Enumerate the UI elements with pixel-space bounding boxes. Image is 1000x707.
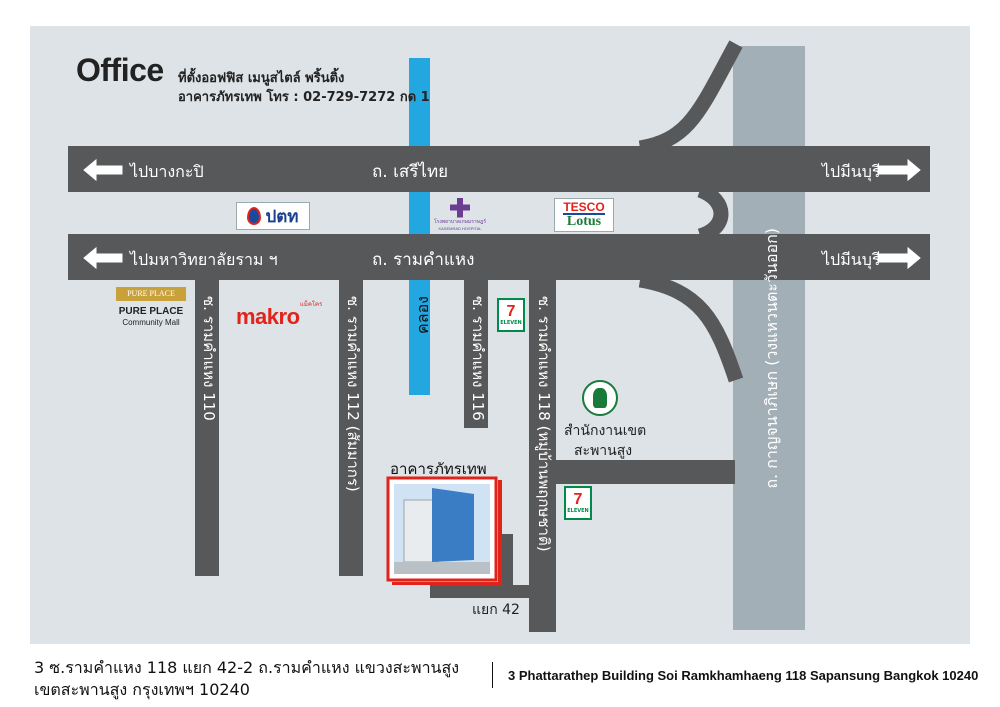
footer-english-address: 3 Phattarathep Building Soi Ramkhamhaeng… bbox=[508, 668, 979, 683]
canal bbox=[409, 58, 430, 395]
arrow-left-icon bbox=[83, 158, 123, 182]
soi-112 bbox=[339, 278, 363, 576]
bma-seal-icon bbox=[582, 380, 618, 416]
ptt-logo: ปตท bbox=[236, 202, 310, 230]
soi-118 bbox=[529, 278, 556, 632]
page-subtitle: ที่ตั้งออฟฟิส เมนูสไตล์ พริ้นติ้ง bbox=[178, 71, 345, 86]
seven-eleven-text: ELEVEN bbox=[567, 508, 589, 514]
building-photo-ground bbox=[394, 562, 490, 574]
footer-thai-line-1: 3 ซ.รามคำแหง 118 แยก 42-2 ถ.รามคำแหง แขว… bbox=[34, 658, 460, 677]
pure-place-logo: PURE PLACE bbox=[116, 287, 186, 301]
label-district-office-2: สะพานสูง bbox=[574, 443, 633, 459]
ramp-mid-left bbox=[696, 182, 729, 244]
footer-thai-line-2: เขตสะพานสูง กรุงเทพฯ 10240 bbox=[34, 680, 250, 699]
arrow-left-icon bbox=[83, 246, 123, 270]
tesco-lotus-logo: TESCO Lotus bbox=[554, 198, 614, 232]
soi-116 bbox=[464, 278, 488, 428]
label-ring-road: ถ. กาญจนาภิเษก (วงแหวนตะวันออก) bbox=[762, 228, 781, 489]
pure-place-name: PURE PLACE bbox=[118, 306, 184, 317]
label-soi-116: ซ. รามคำแหง 116 bbox=[469, 296, 487, 421]
alley-stub bbox=[502, 534, 513, 590]
ptt-text: ปตท bbox=[265, 206, 299, 226]
label-ramkhamhaeng: ถ. รามคำแหง bbox=[372, 250, 475, 270]
label-seri-thai: ถ. เสรีไทย bbox=[372, 162, 449, 182]
page-title: Office bbox=[76, 52, 164, 88]
label-to-minburi-bottom: ไปมีนบุรี bbox=[822, 250, 881, 269]
label-alley-42: แยก 42 bbox=[472, 602, 520, 618]
seven-eleven-logo-bottom: 7 ELEVEN bbox=[564, 486, 592, 520]
footer-divider bbox=[492, 662, 493, 688]
ramkhamhaeng-road bbox=[68, 234, 930, 280]
seven-eleven-text: ELEVEN bbox=[500, 320, 522, 326]
label-to-university: ไปมหาวิทยาลัยราม ฯ bbox=[130, 250, 278, 269]
arrow-right-icon bbox=[877, 158, 921, 182]
side-road-east bbox=[552, 460, 735, 484]
seven-icon: 7 bbox=[573, 491, 583, 508]
tesco-text: TESCO bbox=[563, 200, 605, 215]
kasemrad-english-text: KASEMRAD HOSPITAL bbox=[438, 225, 482, 231]
label-building: อาคารภัทรเทพ bbox=[390, 460, 487, 478]
ring-road bbox=[733, 46, 805, 630]
label-soi-110: ซ. รามคำแหง 110 bbox=[200, 296, 218, 421]
seri-thai-road bbox=[68, 146, 930, 192]
label-soi-112: ซ. รามคำแหง 112 (สัมมากร) bbox=[344, 296, 362, 492]
label-canal: คลอง bbox=[413, 296, 432, 334]
kasemrad-thai-text: โรงพยาบาลเกษมราษฎร์ bbox=[433, 218, 487, 225]
building-photo-glass bbox=[432, 488, 474, 562]
seven-eleven-logo-top: 7 ELEVEN bbox=[497, 298, 525, 332]
page-contact: อาคารภัทรเทพ โทร : 02-729-7272 กด 1 bbox=[178, 90, 430, 105]
soi-110 bbox=[195, 278, 219, 576]
label-to-bangkapi: ไปบางกะปิ bbox=[130, 162, 204, 181]
alley-42 bbox=[430, 585, 556, 598]
ptt-drop-icon bbox=[247, 207, 262, 225]
label-district-office-1: สำนักงานเขต bbox=[564, 423, 647, 439]
ramp-bottom-left bbox=[638, 272, 744, 383]
makro-logo: makro bbox=[236, 304, 300, 329]
hospital-cross-icon bbox=[450, 197, 470, 218]
kasemrad-logo: โรงพยาบาลเกษมราษฎร์ KASEMRAD HOSPITAL bbox=[432, 195, 488, 233]
seven-icon: 7 bbox=[506, 303, 516, 320]
label-soi-118: ซ. รามคำแหง 118 (หมู่บ้านพฤกษชาติ) bbox=[535, 296, 553, 552]
ramp-top-left bbox=[638, 40, 743, 156]
arrow-icons bbox=[83, 158, 921, 270]
arrow-right-icon bbox=[877, 246, 921, 270]
makro-small-text: แม็คโคร bbox=[300, 301, 323, 308]
label-to-minburi-top: ไปมีนบุรี bbox=[822, 162, 881, 181]
lotus-text: Lotus bbox=[566, 214, 602, 229]
pure-place-subtitle: Community Mall bbox=[122, 318, 180, 327]
